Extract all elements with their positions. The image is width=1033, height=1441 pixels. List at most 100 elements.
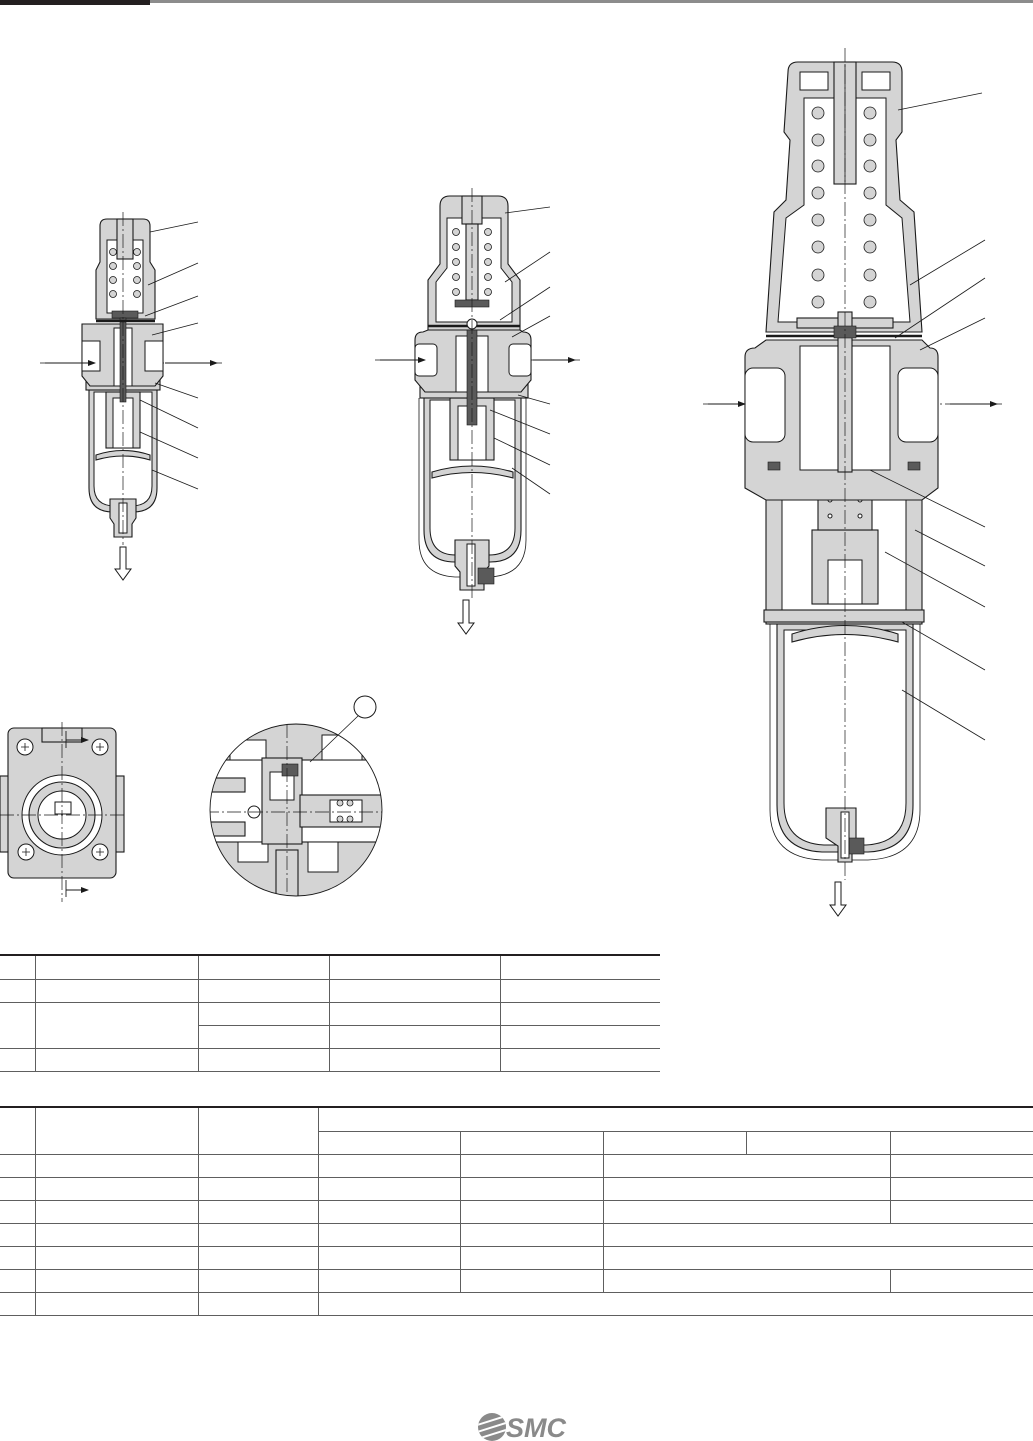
filter-regulator-medium-section <box>375 188 580 635</box>
leader-line <box>909 239 986 286</box>
table-cell <box>197 1199 319 1224</box>
table-cell <box>197 1176 319 1201</box>
spring-coil <box>811 240 825 254</box>
table-cell <box>459 1222 604 1247</box>
table-cell <box>34 1291 199 1316</box>
table-cell <box>197 1268 319 1293</box>
header-cell <box>328 954 501 980</box>
table-cell <box>34 1199 199 1224</box>
header-cell <box>317 1106 1033 1132</box>
leader-line <box>493 437 551 466</box>
spring-coil <box>484 243 492 251</box>
table-cell <box>317 1222 461 1247</box>
filter-regulator-large-section <box>703 48 1002 917</box>
table-cell <box>328 1024 501 1049</box>
leader-line <box>147 262 199 286</box>
header-cell <box>197 1106 319 1155</box>
valve-cavity <box>269 771 295 801</box>
leader-line <box>149 221 199 233</box>
drain-arrow <box>829 881 847 917</box>
leader-line <box>894 277 986 339</box>
leader-line <box>504 206 551 214</box>
header-rule <box>150 0 1033 3</box>
spring-coil <box>336 799 344 807</box>
leader-line <box>884 551 986 608</box>
leader-line <box>154 382 199 399</box>
table-cell <box>317 1268 461 1293</box>
adjusting-screw <box>116 218 134 260</box>
leader-line <box>511 467 551 495</box>
spring-coil <box>133 248 141 256</box>
header-cell <box>0 954 36 980</box>
table-header-row <box>0 954 660 980</box>
spring-coil <box>452 228 460 236</box>
drain-arrow <box>457 599 475 635</box>
table-cell <box>197 1001 330 1026</box>
table-cell <box>317 1153 461 1178</box>
spring-coil <box>863 106 877 120</box>
detail-mechanism <box>210 724 382 896</box>
leader-line <box>151 469 199 490</box>
table-row <box>0 1001 660 1049</box>
spring-coil <box>863 159 877 173</box>
seal <box>281 763 299 777</box>
smc-logo: SMC <box>478 1413 567 1441</box>
table-cell <box>602 1176 891 1201</box>
table-row <box>0 1153 1033 1178</box>
table-cell <box>499 1024 660 1049</box>
spring-coil <box>811 295 825 309</box>
table-cell <box>0 1222 36 1247</box>
spring-coil <box>109 262 117 270</box>
table-cell <box>328 978 501 1003</box>
table-cell <box>602 1153 891 1178</box>
bonnet-cavity <box>777 97 911 323</box>
table-cell <box>602 1245 1033 1270</box>
spring-coil <box>863 213 877 227</box>
baffle <box>431 465 514 479</box>
spring-coil <box>336 815 344 823</box>
spring-coil <box>133 290 141 298</box>
leader-line <box>144 295 199 317</box>
leader-line <box>139 431 199 459</box>
subheader-cell <box>745 1130 891 1155</box>
table-cell <box>317 1291 1033 1316</box>
subheader-cell <box>889 1130 1033 1155</box>
spring-coil <box>452 288 460 296</box>
bowl-ring <box>763 609 925 623</box>
spring-coil <box>811 106 825 120</box>
spring-coil <box>109 248 117 256</box>
spring-coil <box>109 290 117 298</box>
table-cell <box>34 978 199 1003</box>
leader-lines <box>869 92 986 741</box>
table-cell <box>34 1222 199 1247</box>
table-cell <box>197 1047 330 1072</box>
bottom-view <box>0 722 126 902</box>
drain-arrow <box>114 546 132 581</box>
table-cell <box>317 1199 461 1224</box>
leader-line <box>151 322 199 336</box>
spring-coil <box>811 133 825 147</box>
spring-coil <box>863 268 877 282</box>
outlet-port <box>897 367 939 443</box>
table-cell <box>0 1047 36 1072</box>
table-cell <box>889 1153 1033 1178</box>
upper-cavity <box>229 739 267 761</box>
leader-line <box>901 689 986 741</box>
table-row <box>0 978 660 1003</box>
spring-coil <box>452 258 460 266</box>
table-cell <box>0 1176 36 1201</box>
leader-lines <box>489 206 551 495</box>
header-bar <box>0 0 150 5</box>
table-header-row <box>0 1106 1033 1155</box>
spring-coil <box>863 186 877 200</box>
guide-hole <box>857 513 863 519</box>
spring-coil <box>452 243 460 251</box>
spring-coil <box>484 258 492 266</box>
table-cell <box>499 1047 660 1072</box>
table-cell <box>0 1153 36 1178</box>
spring-coil <box>133 262 141 270</box>
header-cell <box>34 1106 199 1155</box>
spring-coil <box>811 268 825 282</box>
spring-coil <box>346 815 354 823</box>
